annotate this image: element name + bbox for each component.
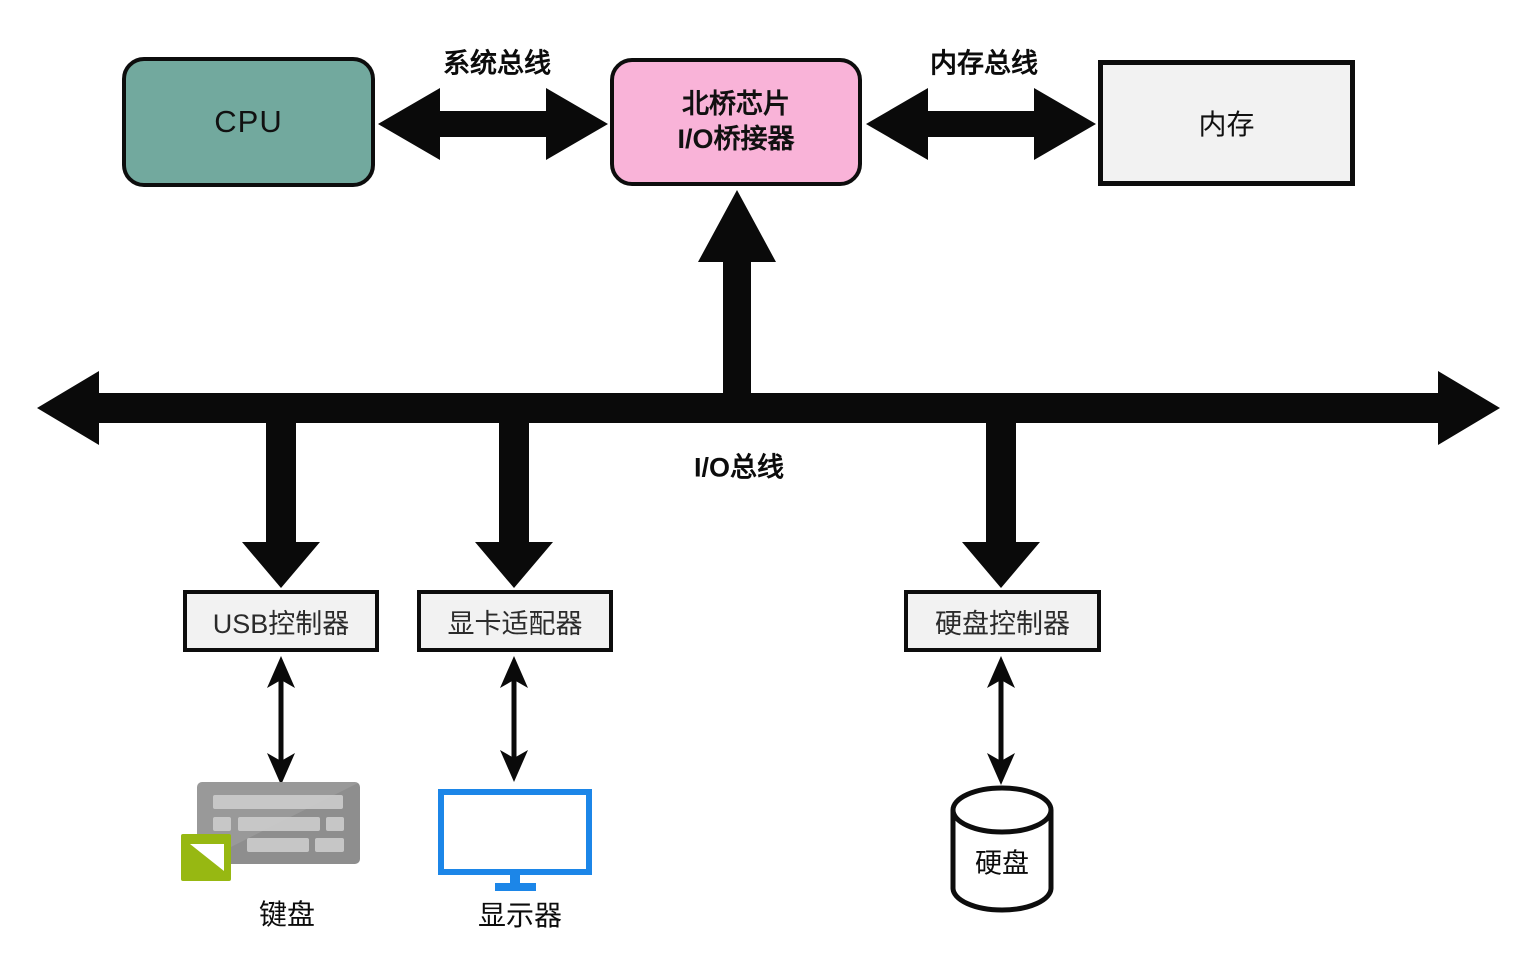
usb-controller-node: USB控制器	[183, 590, 379, 652]
monitor-icon	[438, 789, 592, 891]
io-bus-arrow	[37, 371, 1500, 445]
disk-controller-node: 硬盘控制器	[904, 590, 1101, 652]
keyboard-icon	[181, 782, 360, 881]
system-bus-arrow	[378, 88, 608, 160]
northbridge-node: 北桥芯片 I/O桥接器	[610, 58, 862, 186]
cpu-node: CPU	[122, 57, 375, 187]
northbridge-label: 北桥芯片 I/O桥接器	[677, 88, 795, 154]
usb-drop-arrow	[242, 400, 320, 588]
graphics-adapter-node: 显卡适配器	[417, 590, 613, 652]
graphics-adapter-label: 显卡适配器	[447, 608, 583, 639]
usb-keyboard-arrow	[267, 656, 295, 785]
hard-disk-label: 硬盘	[975, 848, 1029, 879]
memory-bus-arrow	[866, 88, 1096, 160]
bridge-connector-arrow	[698, 190, 776, 410]
hdd-drop-arrow	[962, 400, 1040, 588]
usb-controller-label: USB控制器	[212, 608, 350, 639]
disk-controller-label: 硬盘控制器	[935, 608, 1070, 639]
monitor-label: 显示器	[477, 900, 563, 931]
io-bus-label: I/O总线	[693, 452, 785, 483]
memory-label: 内存	[1198, 109, 1255, 140]
hdd-disk-arrow	[987, 656, 1015, 785]
memory-node: 内存	[1098, 60, 1355, 186]
keyboard-label: 键盘	[258, 899, 316, 930]
gpu-drop-arrow	[475, 400, 553, 588]
gpu-monitor-arrow	[500, 656, 528, 782]
hard-disk-icon	[950, 785, 1054, 913]
memory-bus-label: 内存总线	[930, 48, 1038, 79]
system-bus-label: 系统总线	[443, 48, 551, 79]
cpu-label: CPU	[214, 104, 283, 139]
